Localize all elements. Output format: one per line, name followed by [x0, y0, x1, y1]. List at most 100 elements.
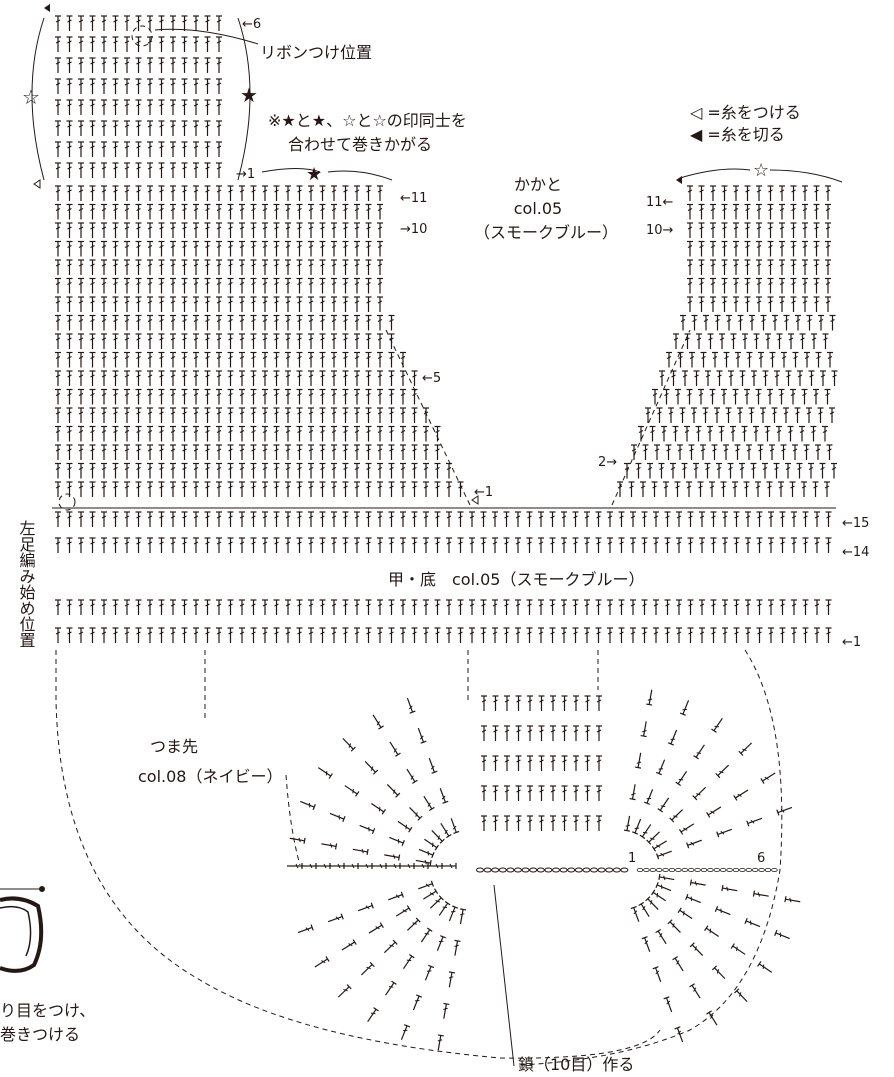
instep-stitch	[583, 599, 591, 616]
cuff-stitch	[215, 57, 223, 74]
heel-stitch	[238, 444, 246, 461]
heel-stitch	[766, 388, 774, 406]
heel-stitch	[766, 259, 775, 276]
heel-stitch	[330, 185, 338, 202]
instep-stitch	[790, 627, 798, 644]
instep-stitch	[399, 511, 407, 528]
heel-stitch	[708, 388, 717, 406]
cuff-stitch	[192, 57, 200, 74]
heel-stitch	[88, 462, 97, 480]
toe-stitch	[560, 755, 569, 772]
heel-stitch	[787, 333, 795, 350]
instep-stitch	[767, 511, 775, 528]
heel-stitch	[146, 314, 154, 332]
heel-stitch	[192, 333, 200, 350]
heel-stitch	[215, 240, 223, 258]
instep-stitch	[376, 627, 384, 644]
instep-stitch	[341, 537, 350, 554]
heel-stitch	[295, 370, 304, 387]
heel-stitch	[387, 351, 396, 369]
heel-stitch	[54, 444, 62, 461]
instep-stitch	[54, 599, 62, 616]
heel-stitch	[54, 203, 62, 221]
heel-stitch	[157, 444, 166, 461]
heel-stitch	[655, 407, 664, 424]
heel-stitch	[284, 222, 292, 239]
toe-fan-stitch	[630, 905, 643, 924]
chain-stitch	[536, 867, 545, 873]
heel-stitch	[284, 333, 292, 350]
chain-stitch	[643, 868, 650, 872]
heel-stitch	[761, 462, 769, 480]
toe-stitch	[560, 815, 569, 832]
heel-stitch	[65, 351, 74, 369]
instep-stitch	[732, 537, 741, 554]
cuff-stitch	[54, 36, 62, 53]
heel-stitch	[54, 333, 62, 350]
heel-stitch	[777, 481, 785, 498]
heel-stitch	[203, 314, 212, 332]
heel-stitch	[824, 240, 832, 258]
instep-stitch	[318, 537, 327, 554]
heel-stitch	[180, 351, 189, 369]
chain-stitch	[514, 867, 522, 873]
heel-stitch	[180, 277, 189, 295]
heel-stitch	[238, 277, 246, 295]
heel-stitch	[341, 203, 350, 221]
heel-stitch	[830, 462, 838, 480]
instep-stitch	[123, 627, 131, 644]
instep-stitch	[606, 627, 614, 644]
heel-stitch	[330, 462, 338, 480]
heel-stitch	[679, 314, 687, 332]
instep-stitch	[698, 599, 706, 616]
cuff-stitch	[146, 15, 154, 32]
heel-stitch	[180, 444, 189, 461]
heel-stitch	[789, 240, 798, 258]
heel-stitch	[238, 240, 246, 258]
cuff-stitch	[100, 36, 108, 53]
toe-fan-stitch	[733, 786, 751, 802]
instep-stitch	[284, 627, 292, 644]
cuff-stitch	[203, 99, 212, 116]
heel-stitch	[828, 407, 836, 424]
instep-stitch	[203, 511, 212, 528]
heel-stitch	[100, 333, 108, 350]
heel-stitch	[823, 481, 831, 498]
heel-stitch	[272, 388, 281, 406]
cuff-stitch	[169, 78, 177, 95]
instep-stitch	[560, 599, 568, 616]
heel-stitch	[341, 240, 350, 258]
heel-stitch	[146, 259, 154, 276]
heel-row-1-left: ←1	[474, 485, 493, 500]
cuff-stitch	[77, 162, 85, 179]
heel-stitch	[180, 314, 189, 332]
heel-stitch	[720, 240, 729, 258]
toe-fan-stitch	[634, 751, 645, 769]
toe-stitch	[572, 725, 580, 742]
heel-stitch	[123, 333, 131, 350]
heel-stitch	[364, 222, 373, 239]
heel-stitch	[215, 481, 223, 498]
cuff-stitch	[54, 15, 62, 32]
heel-stitch	[823, 388, 832, 406]
heel-stitch	[697, 259, 706, 276]
heel-stitch	[77, 481, 85, 498]
heel-stitch	[778, 185, 786, 202]
cuff-stitch	[180, 141, 189, 158]
heel-stitch	[717, 425, 726, 443]
toe-fan-stitch	[395, 818, 413, 833]
heel-stitch	[672, 333, 680, 350]
instep-stitch	[65, 511, 74, 528]
instep-stitch	[571, 511, 580, 528]
heel-stitch	[697, 296, 706, 313]
heel-stitch	[54, 388, 62, 406]
heel-stitch	[798, 333, 807, 350]
instep-stitch	[353, 627, 361, 644]
heel-stitch	[134, 351, 143, 369]
instep-stitch	[330, 599, 338, 616]
heel-stitch	[330, 333, 338, 350]
heel-stitch	[788, 481, 797, 498]
instep-stitch	[744, 627, 752, 644]
instep-stitch	[261, 599, 269, 616]
